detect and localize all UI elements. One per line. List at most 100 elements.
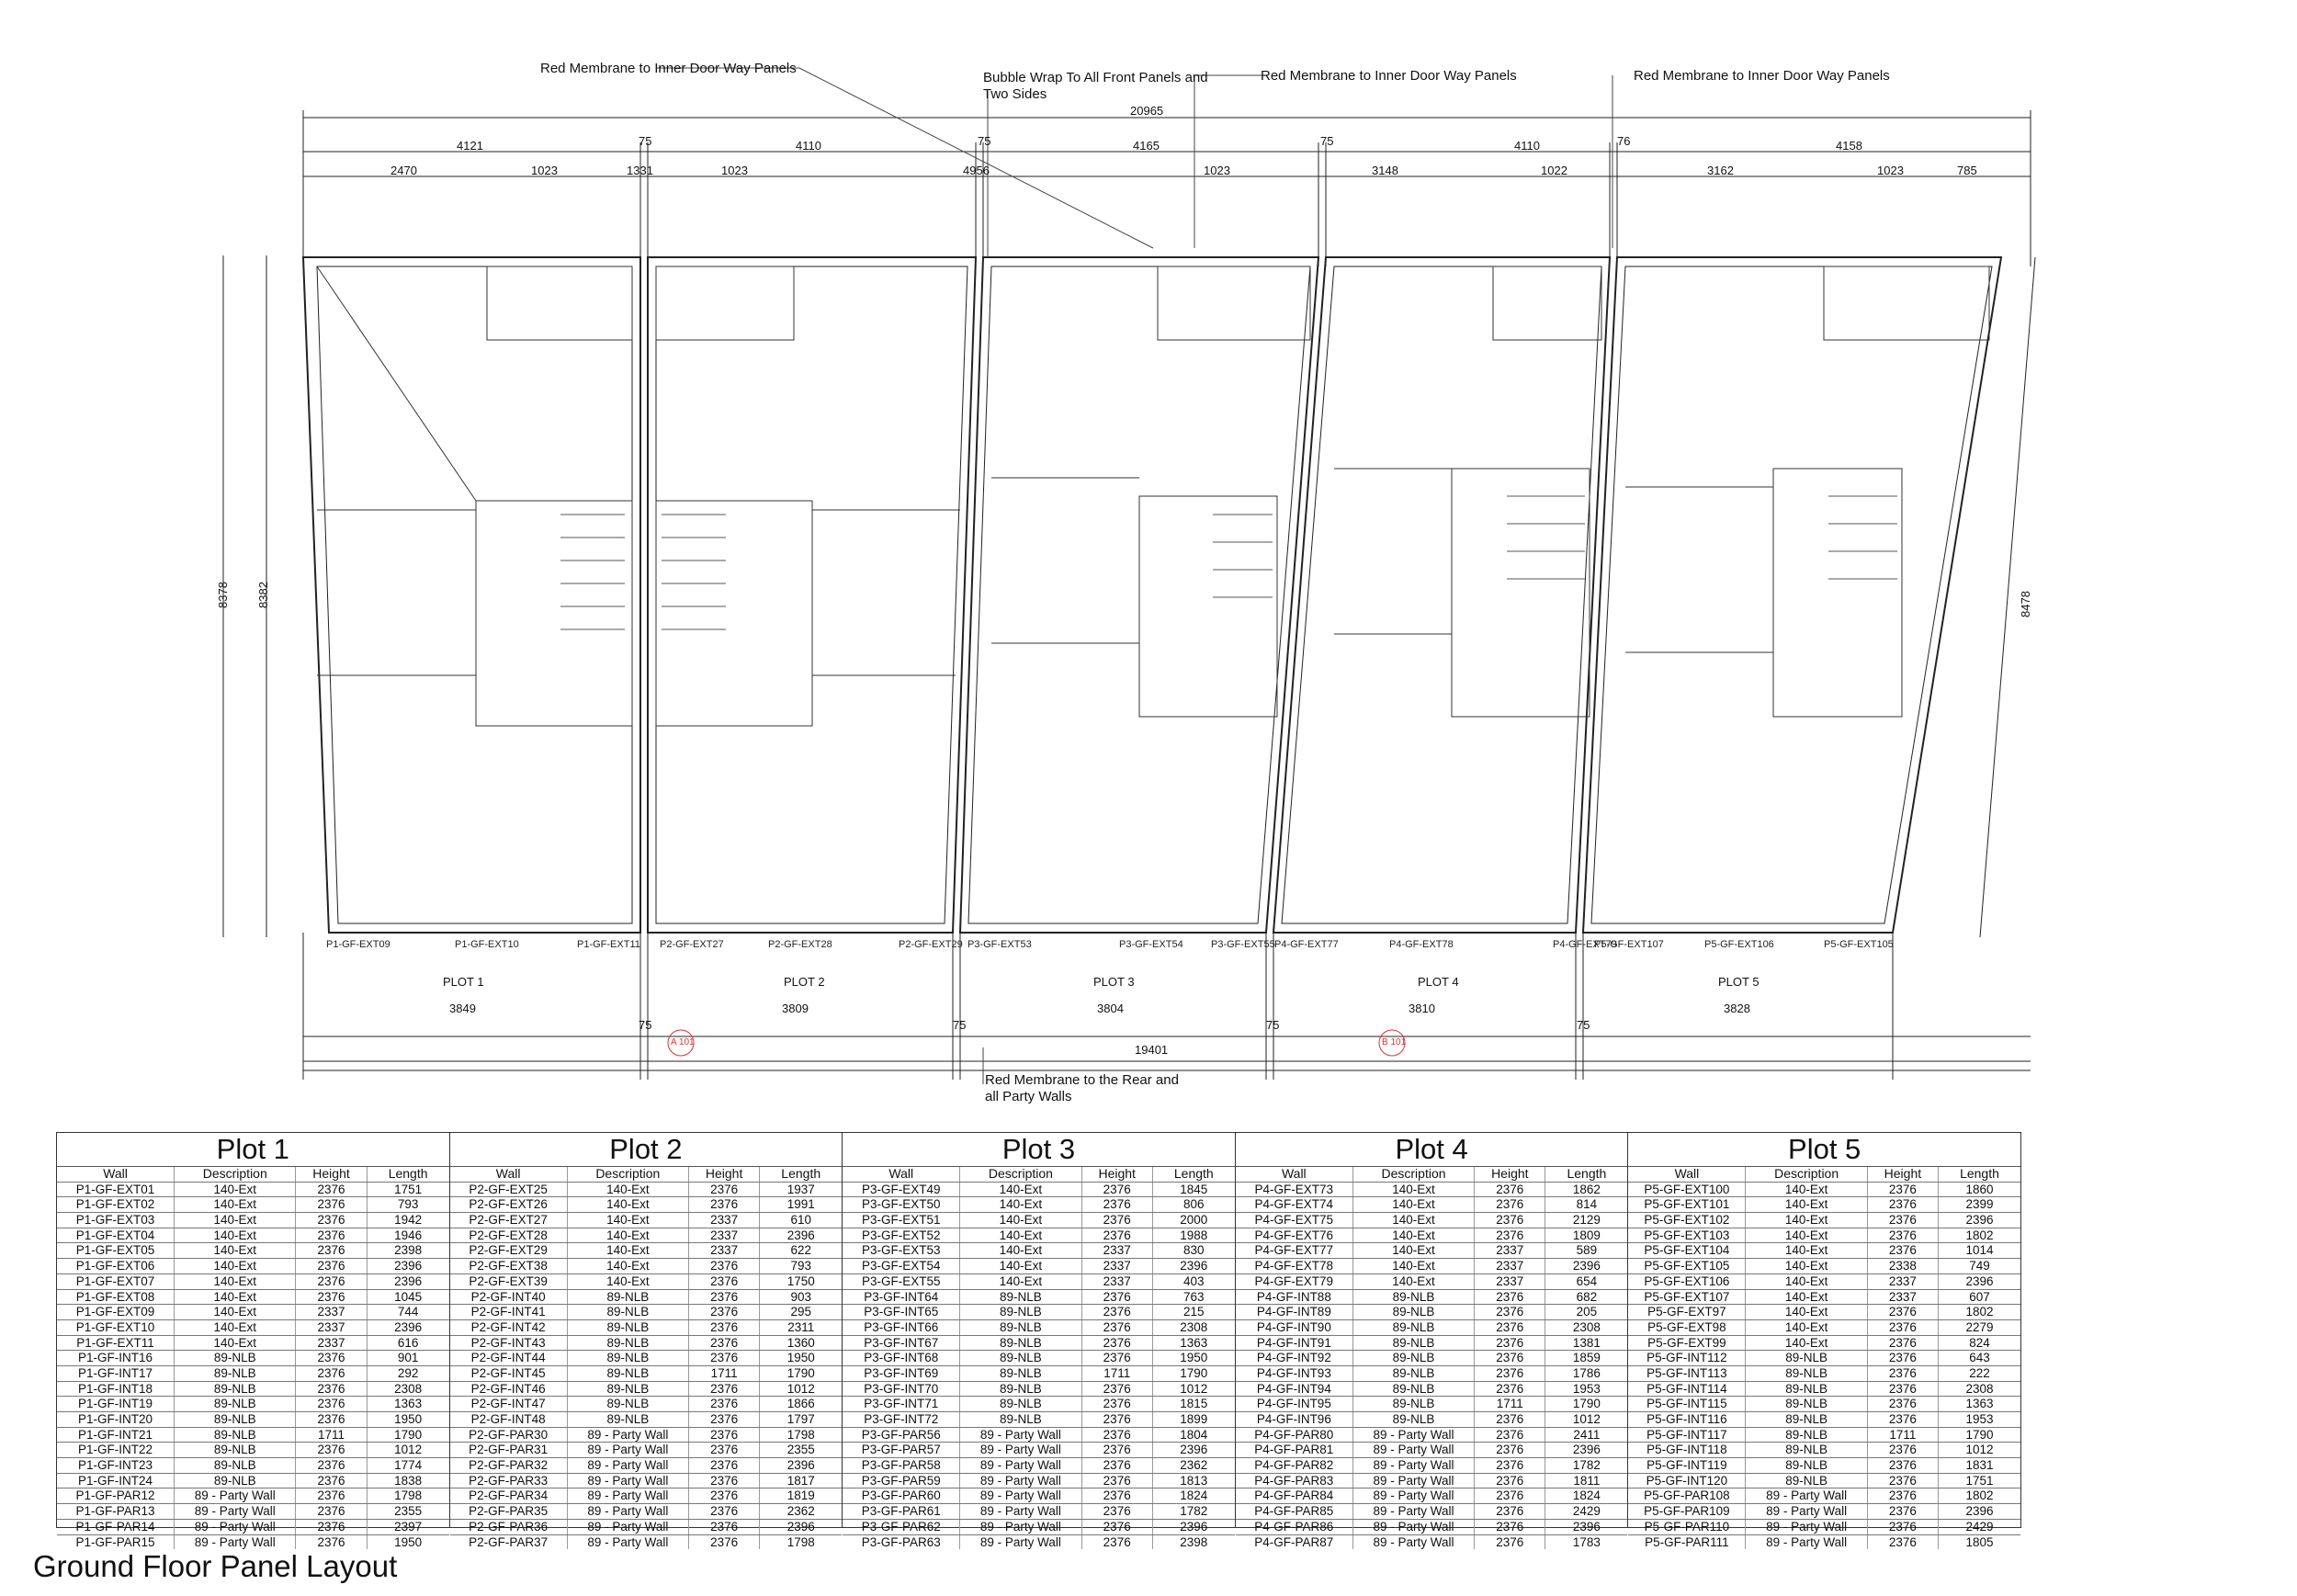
cell-wall: P3-GF-EXT49 xyxy=(843,1182,961,1197)
cell-wall: P3-GF-EXT51 xyxy=(843,1213,961,1228)
header-length: Length xyxy=(1960,1167,1999,1181)
cell-height: 2376 xyxy=(296,1289,368,1305)
cell-description: 140-Ext xyxy=(960,1213,1082,1228)
annotation-red-membrane-1: Red Membrane to Inner Door Way Panels xyxy=(540,61,797,76)
cell-wall: P5-GF-PAR111 xyxy=(1628,1534,1747,1550)
cell-wall: P1-GF-EXT03 xyxy=(57,1213,175,1228)
cell-wall: P1-GF-PAR12 xyxy=(57,1488,175,1504)
cell-wall: P3-GF-PAR61 xyxy=(843,1504,961,1519)
cell-length: 1790 xyxy=(1965,1427,1994,1442)
cell-description: 140-Ext xyxy=(1353,1243,1476,1259)
cell-length: 2396 xyxy=(786,1519,815,1534)
cell-wall: P2-GF-EXT28 xyxy=(450,1228,568,1243)
cell-length: 2311 xyxy=(787,1319,815,1334)
cell-description: 89-NLB xyxy=(960,1319,1082,1335)
wall-label: P3-GF-EXT55 xyxy=(1211,939,1275,950)
cell-description: 89-NLB xyxy=(175,1458,297,1473)
cell-length: 1804 xyxy=(1180,1427,1208,1442)
cell-wall: P3-GF-INT69 xyxy=(843,1365,961,1381)
cell-height: 2337 xyxy=(689,1243,761,1259)
dim-sub-9: 3162 xyxy=(1707,164,1734,177)
cell-length: 1012 xyxy=(1965,1443,1994,1457)
cell-description: 89-NLB xyxy=(568,1351,689,1365)
cell-wall: P2-GF-PAR30 xyxy=(450,1427,568,1443)
cell-description: 89-NLB xyxy=(1353,1365,1476,1381)
cell-description: 89-NLB xyxy=(568,1365,689,1381)
cell-wall: P1-GF-EXT01 xyxy=(57,1182,175,1197)
cell-height: 2376 xyxy=(296,1519,368,1534)
cell-wall: P1-GF-EXT02 xyxy=(57,1197,175,1213)
cell-length: 2396 xyxy=(1965,1213,1994,1228)
cell-height: 2376 xyxy=(1082,1443,1153,1458)
cell-description: 89 - Party Wall xyxy=(568,1504,689,1519)
dim-sub-1: 2470 xyxy=(390,164,417,177)
cell-wall: P5-GF-INT115 xyxy=(1628,1397,1747,1411)
cell-wall: P1-GF-EXT07 xyxy=(57,1273,175,1289)
header-length: Length xyxy=(781,1167,821,1181)
cell-description: 140-Ext xyxy=(1746,1289,1868,1305)
cell-height: 2376 xyxy=(1475,1458,1546,1473)
wall-label: P3-GF-EXT54 xyxy=(1119,939,1183,950)
cell-description: 89 - Party Wall xyxy=(960,1534,1082,1550)
cell-height: 2376 xyxy=(1868,1381,1940,1397)
cell-height: 2337 xyxy=(689,1213,761,1228)
cell-length: 222 xyxy=(1969,1365,1990,1380)
cell-length: 205 xyxy=(1576,1305,1598,1319)
cell-height: 2376 xyxy=(689,1504,761,1519)
cell-wall: P2-GF-PAR33 xyxy=(450,1473,568,1488)
plot-4-label: PLOT 4 xyxy=(1418,975,1459,989)
cell-length: 1805 xyxy=(1965,1534,1994,1549)
cell-wall: P2-GF-INT43 xyxy=(450,1335,568,1351)
cell-length: 1014 xyxy=(1965,1243,1994,1258)
dim-right-outer: 8478 xyxy=(2018,591,2032,617)
cell-description: 89 - Party Wall xyxy=(960,1504,1082,1519)
dim-sub-6: 1023 xyxy=(1204,164,1230,177)
cell-length: 1809 xyxy=(1572,1228,1601,1242)
cell-length: 292 xyxy=(397,1365,419,1380)
plot-1-label: PLOT 1 xyxy=(443,975,484,989)
header-wall: Wall xyxy=(843,1167,961,1182)
cell-height: 2337 xyxy=(1475,1273,1546,1289)
cell-description: 89-NLB xyxy=(1746,1458,1868,1473)
cell-height: 1711 xyxy=(1868,1427,1940,1443)
cell-description: 89 - Party Wall xyxy=(1353,1519,1476,1534)
cell-wall: P3-GF-EXT52 xyxy=(843,1228,961,1243)
cell-description: 89 - Party Wall xyxy=(1353,1458,1476,1473)
cell-height: 2376 xyxy=(689,1197,761,1213)
cell-height: 2376 xyxy=(1868,1243,1940,1259)
cell-height: 2376 xyxy=(1082,1335,1153,1351)
cell-description: 140-Ext xyxy=(175,1289,297,1305)
cell-height: 2376 xyxy=(296,1381,368,1397)
annotation-bubble-wrap: Bubble Wrap To All Front Panels and Two … xyxy=(983,70,1208,102)
cell-length: 744 xyxy=(397,1305,419,1319)
header-wall: Wall xyxy=(1628,1167,1747,1182)
cell-height: 2376 xyxy=(1475,1488,1546,1504)
cell-height: 2376 xyxy=(689,1289,761,1305)
cell-height: 2376 xyxy=(1475,1319,1546,1335)
cell-description: 89-NLB xyxy=(1746,1381,1868,1397)
cell-height: 2337 xyxy=(296,1319,368,1335)
cell-description: 89-NLB xyxy=(1353,1305,1476,1319)
table-header-row: Wall Description Height Length xyxy=(1235,1167,1628,1183)
cell-length: 2396 xyxy=(1965,1273,1994,1288)
cell-wall: P3-GF-PAR56 xyxy=(843,1427,961,1443)
cell-length: 830 xyxy=(1183,1243,1205,1258)
cell-length: 295 xyxy=(790,1305,811,1319)
cell-description: 89 - Party Wall xyxy=(1353,1443,1476,1458)
